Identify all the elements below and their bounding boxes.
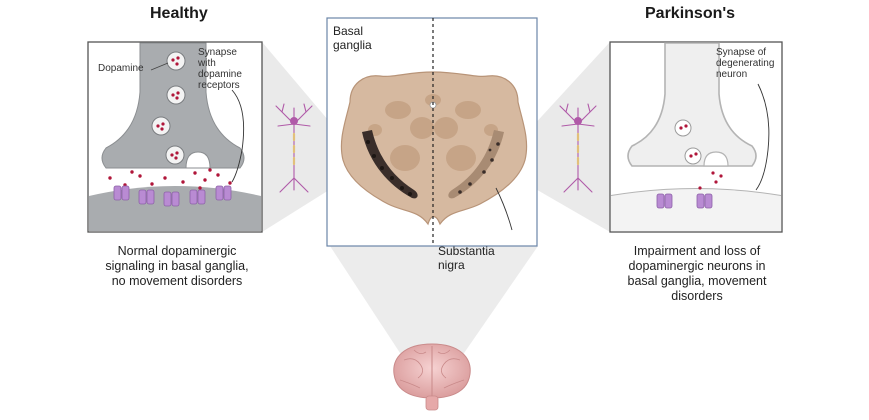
right-projection-cone <box>520 42 610 232</box>
healthy-presynaptic-terminal <box>101 42 245 169</box>
healthy-synapse-label: Synapse with dopamine receptors <box>198 47 242 91</box>
parkinsons-synapse-label: Synapse of degenerating neuron <box>716 47 775 80</box>
degenerating-presynaptic-terminal <box>627 42 757 167</box>
parkinsons-synapse-panel <box>609 41 783 233</box>
healthy-title: Healthy <box>150 5 208 22</box>
bottom-projection-cone <box>330 246 538 356</box>
left-projection-cone <box>262 42 345 232</box>
healthy-substantia-nigra <box>362 130 418 199</box>
substantia-nigra-label: Substantia nigra <box>438 244 495 272</box>
healthy-caption: Normal dopaminergic signaling in basal g… <box>105 244 249 288</box>
healthy-neuron-icon <box>275 103 313 193</box>
parkinsons-title: Parkinson's <box>645 5 736 22</box>
parkinsons-neuron-icon <box>559 103 597 193</box>
dopamine-label: Dopamine <box>98 63 144 74</box>
midbrain-section-panel <box>326 17 538 247</box>
brain-icon <box>393 343 471 411</box>
healthy-synapse-panel <box>87 41 263 233</box>
parkinsons-caption: Impairment and loss of dopaminergic neur… <box>627 244 767 303</box>
basal-ganglia-label: Basal ganglia <box>333 24 372 52</box>
degenerated-substantia-nigra <box>448 130 504 199</box>
